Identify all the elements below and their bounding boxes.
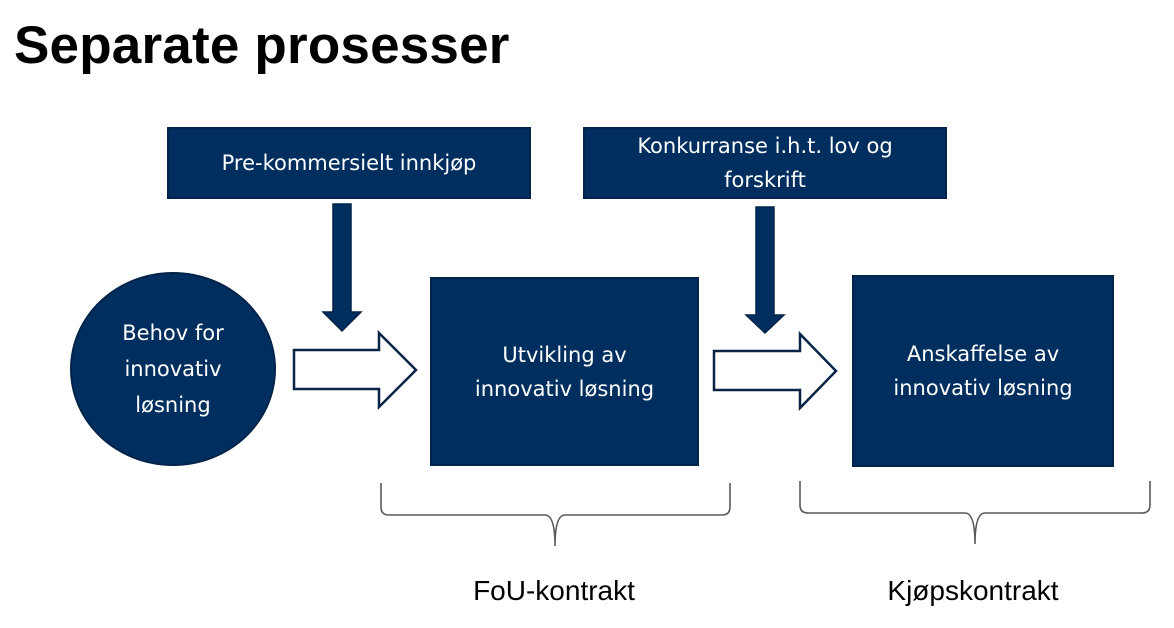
development-box-label: Utvikling av innovativ løsning [474,342,655,401]
input-box-pre-commercial-procurement: Pre-kommersielt innkjøp [167,127,531,199]
right-arrow-icon-development-to-acquisition [712,330,838,412]
input-box-competition: Konkurranse i.h.t. lov og forskrift [583,127,947,199]
right-arrow-icon-need-to-development [292,329,418,411]
slide-title: Separate prosesser [14,16,510,75]
acquisition-box-label: Anskaffelse av innovativ løsning [893,342,1073,400]
brace-purchase-contract [799,481,1151,545]
brace-fou-contract [380,483,731,547]
purchase-contract-label: Kjøpskontrakt [887,575,1059,606]
down-arrow-icon-competition [744,206,786,335]
down-arrow-icon-pre-commercial [321,203,363,333]
need-circle-label: Behov for innovativ løsning [122,321,224,417]
input-box-label: Konkurranse i.h.t. lov og forskrift [637,134,893,192]
fou-contract-label: FoU-kontrakt [473,575,635,606]
input-box-label: Pre-kommersielt innkjøp [221,151,477,175]
need-circle: Behov for innovativ løsning [70,272,276,466]
development-box: Utvikling av innovativ løsning [430,277,699,466]
acquisition-box: Anskaffelse av innovativ løsning [852,275,1114,467]
